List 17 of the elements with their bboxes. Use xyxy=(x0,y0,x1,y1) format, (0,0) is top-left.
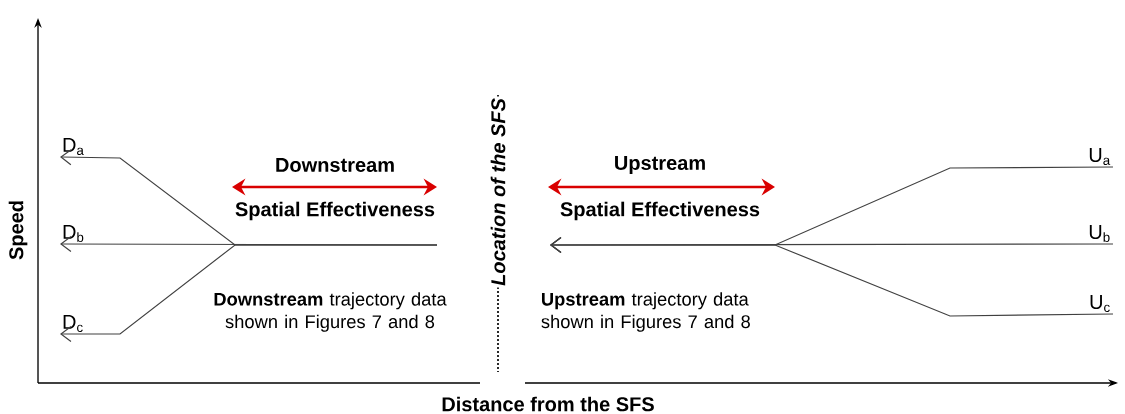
region-label: Spatial Effectiveness xyxy=(235,201,435,221)
note-text: Downstream trajectory data shown in Figures 7 and 8 xyxy=(214,292,447,332)
axis-label: Distance from the SFS xyxy=(442,396,654,412)
region-label: Upstream xyxy=(615,156,705,174)
location-label: Location of the SFS xyxy=(489,96,507,288)
region-label: Spatial Effectiveness xyxy=(560,201,760,221)
region-label: Downstream xyxy=(276,158,394,172)
curve-label: U$_{a}$ xyxy=(1089,148,1111,165)
arrow xyxy=(550,236,1114,317)
axis-label: Speed xyxy=(8,201,28,260)
curve-label: U$_{c}$ xyxy=(1090,295,1110,312)
arrow xyxy=(60,244,438,343)
curve-label: D$_{c}$ xyxy=(63,315,83,332)
curve-label: U$_{b}$ xyxy=(1089,225,1110,242)
curve-label: D$_{a}$ xyxy=(63,138,84,155)
curve-label: D$_{b}$ xyxy=(63,225,84,242)
note-text: Upstream trajectory data shown in Figures 7 and 8 xyxy=(541,292,750,332)
